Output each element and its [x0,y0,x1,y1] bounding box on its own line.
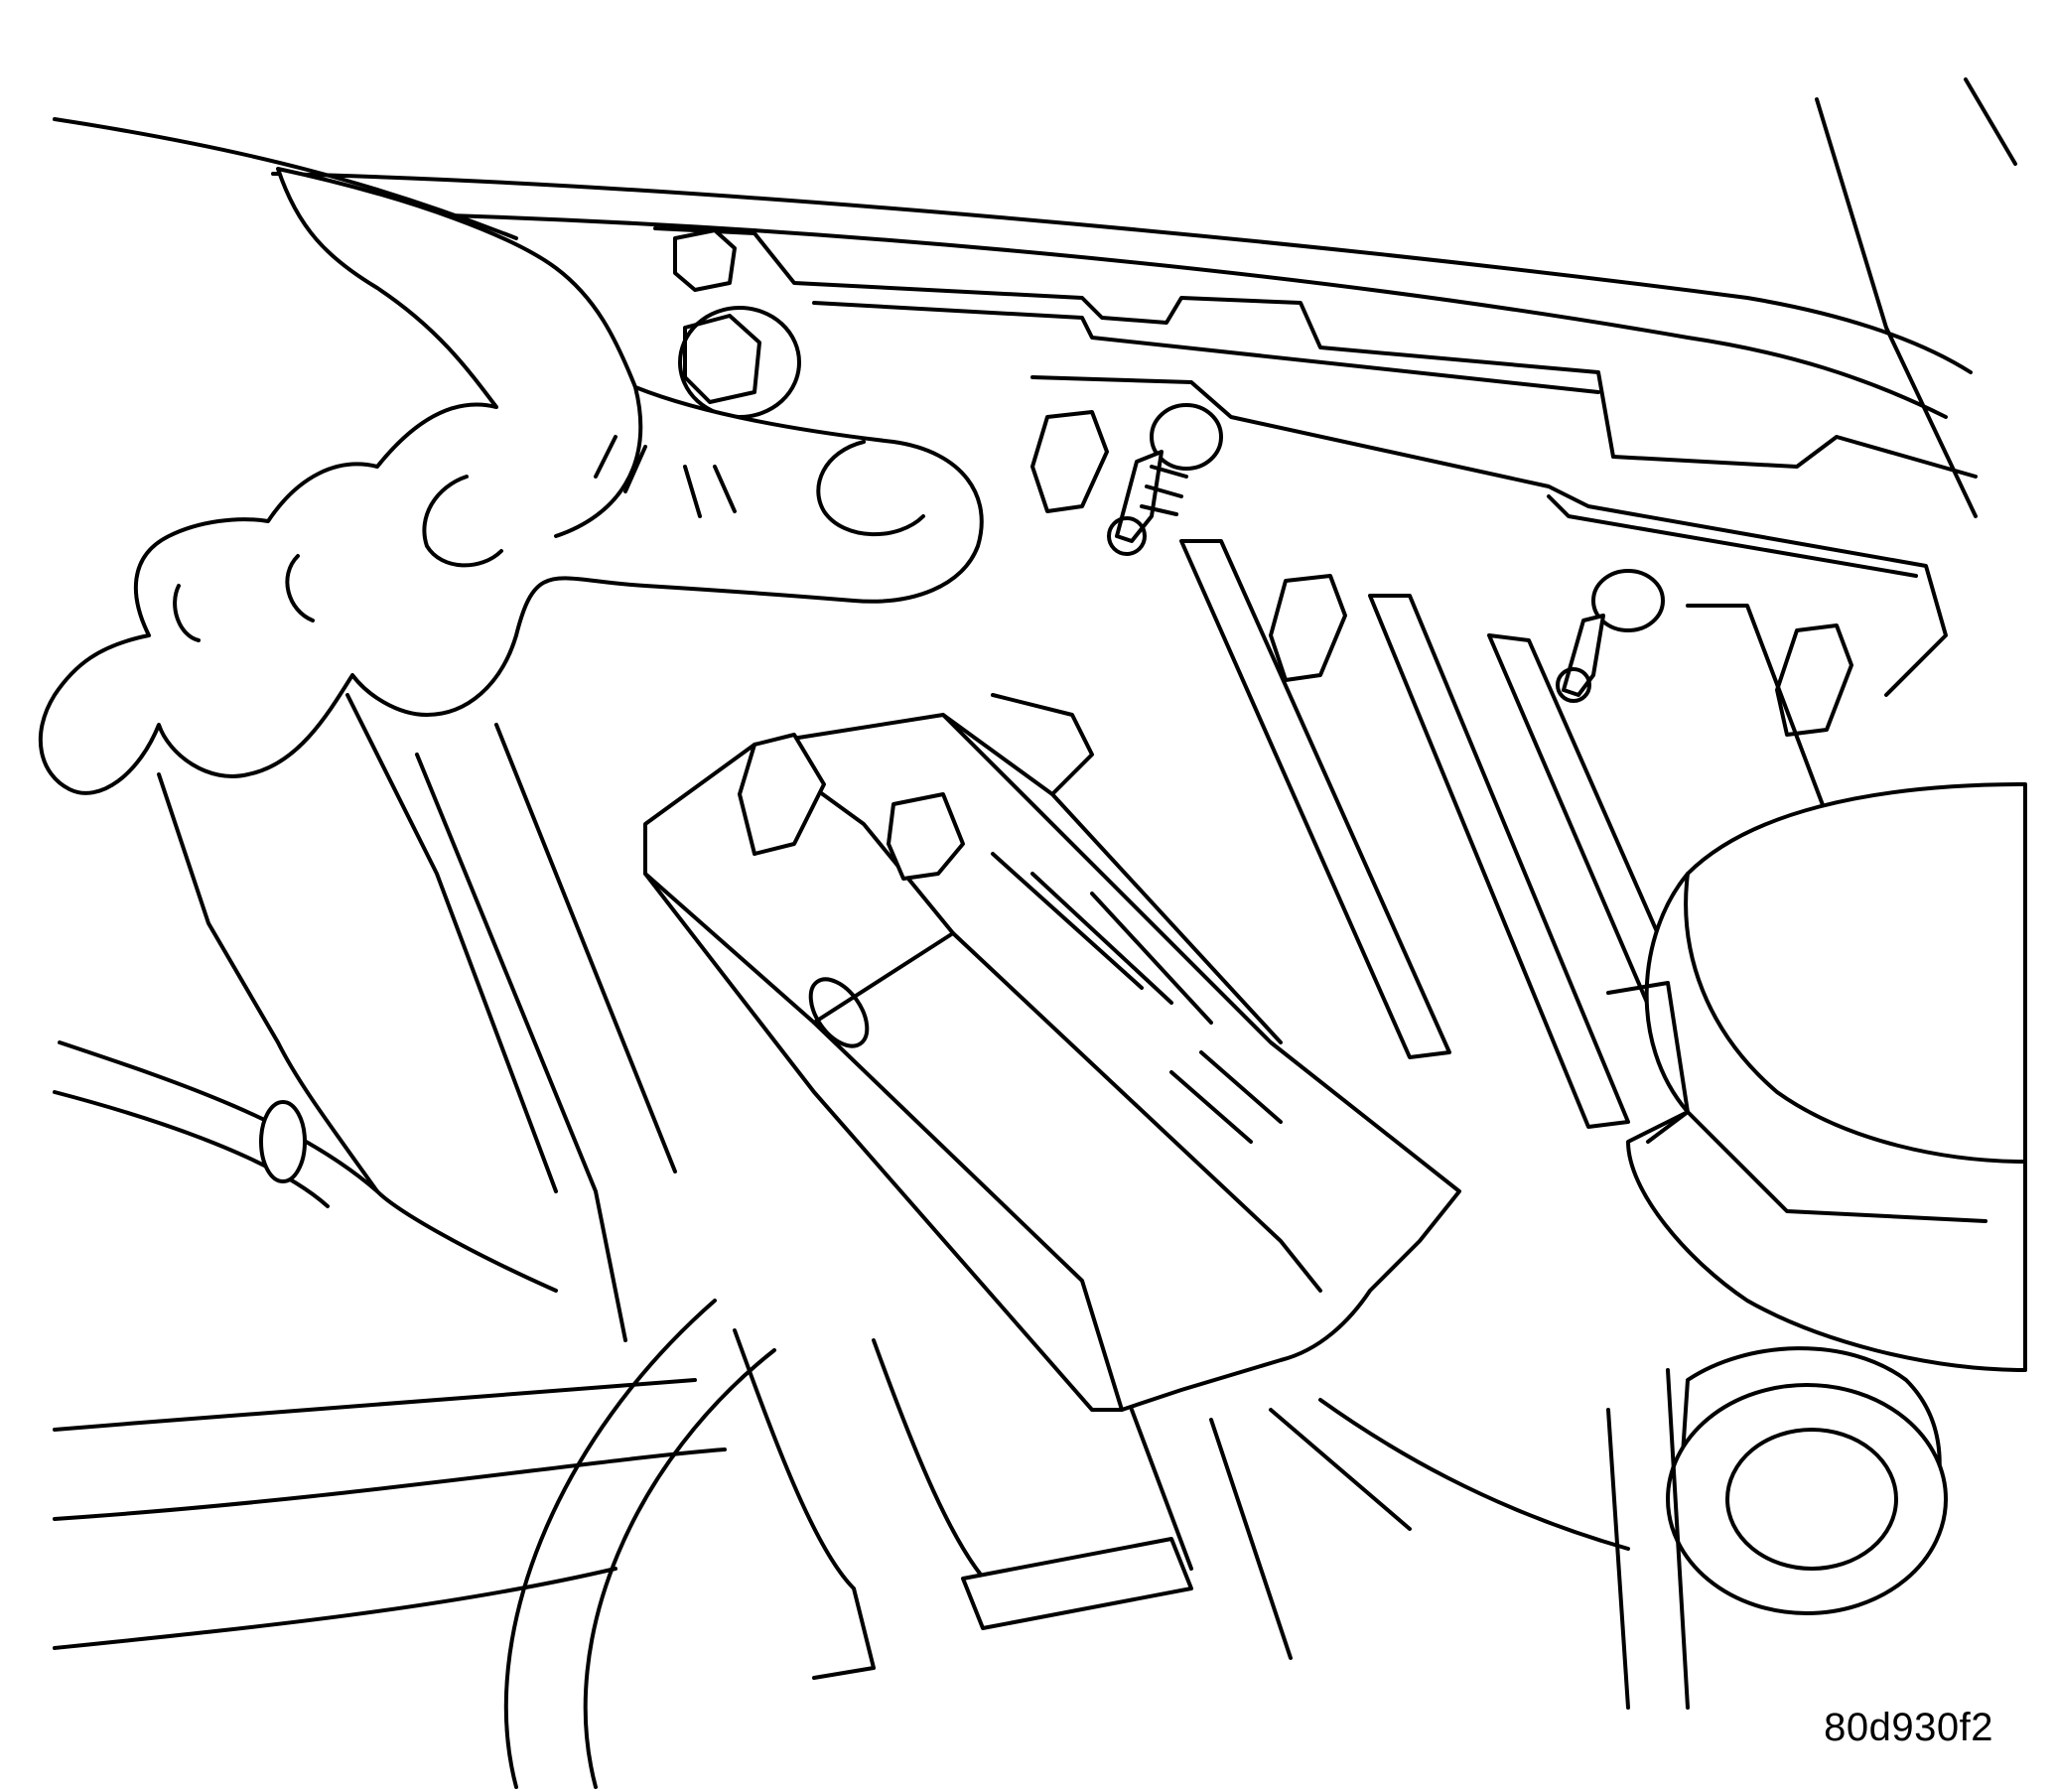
cylindrical-housing [1606,782,2027,1372]
rubber-grommet [1606,1346,1948,1710]
module-connector [738,693,1094,881]
mounting-bracket [653,226,1978,697]
body-panel [53,77,2017,518]
figure-id-label: 80d930f2 [1824,1706,1993,1749]
mounting-stud [1556,569,1665,703]
bracket-tab [1030,410,1853,737]
technician-hand [38,167,984,795]
mounting-stud [1107,403,1223,556]
wiring-harness [53,693,1630,1789]
mounting-nut [673,228,801,419]
